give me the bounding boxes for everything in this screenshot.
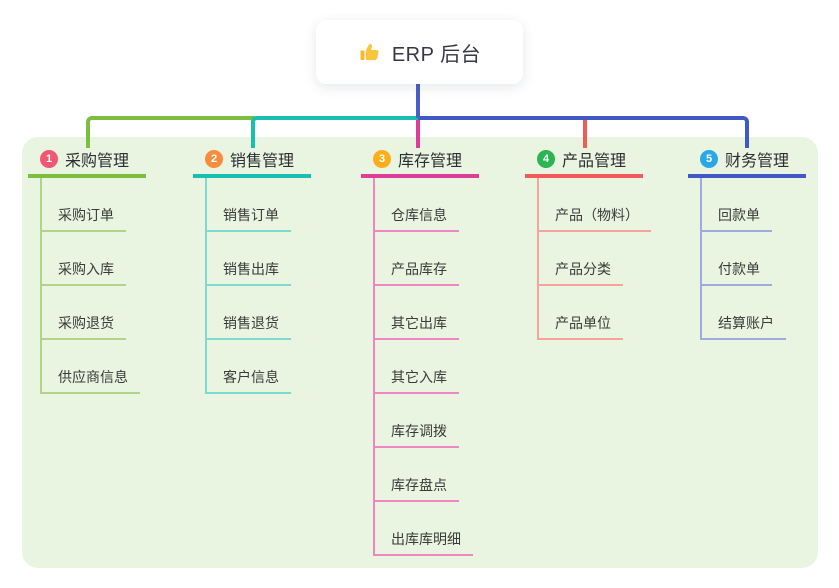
child-node[interactable]: 销售出库 xyxy=(207,232,291,286)
connector-line xyxy=(583,120,587,148)
root-node[interactable]: ERP 后台 xyxy=(316,20,523,84)
thumbs-up-icon xyxy=(358,40,382,64)
child-node[interactable]: 出库库明细 xyxy=(375,502,473,556)
branch-number-badge: 2 xyxy=(205,150,223,168)
branch-node[interactable]: 1 采购管理 xyxy=(28,144,146,178)
child-node[interactable]: 供应商信息 xyxy=(42,340,140,394)
mindmap-background-panel xyxy=(22,137,818,568)
connector-line xyxy=(416,84,420,118)
branch-node[interactable]: 2 销售管理 xyxy=(193,144,311,178)
branch-label: 库存管理 xyxy=(398,153,463,170)
branch-label: 产品管理 xyxy=(562,153,627,170)
child-node[interactable]: 仓库信息 xyxy=(375,178,459,232)
child-node[interactable]: 其它入库 xyxy=(375,340,459,394)
connector-line xyxy=(251,116,418,148)
branch-label: 销售管理 xyxy=(230,153,295,170)
branch-node[interactable]: 5 财务管理 xyxy=(688,144,806,178)
connector-line xyxy=(416,120,420,148)
child-node[interactable]: 产品分类 xyxy=(539,232,623,286)
child-node[interactable]: 库存调拨 xyxy=(375,394,459,448)
connector-line xyxy=(418,116,749,148)
branch-number-badge: 5 xyxy=(700,150,718,168)
child-node[interactable]: 产品单位 xyxy=(539,286,623,340)
branch-children: 采购订单采购入库采购退货供应商信息 xyxy=(40,178,146,394)
root-title: ERP 后台 xyxy=(391,43,482,66)
branch: 2 销售管理 销售订单销售出库销售退货客户信息 xyxy=(193,144,311,394)
branch: 4 产品管理 产品（物料）产品分类产品单位 xyxy=(525,144,651,340)
child-node[interactable]: 采购入库 xyxy=(42,232,126,286)
branch-number-badge: 3 xyxy=(373,150,391,168)
child-node[interactable]: 采购退货 xyxy=(42,286,126,340)
branch-number-badge: 1 xyxy=(40,150,58,168)
child-node[interactable]: 付款单 xyxy=(702,232,772,286)
branch-label: 采购管理 xyxy=(65,153,130,170)
branch-children: 回款单付款单结算账户 xyxy=(700,178,806,340)
child-node[interactable]: 库存盘点 xyxy=(375,448,459,502)
branch-number-badge: 4 xyxy=(537,150,555,168)
child-node[interactable]: 客户信息 xyxy=(207,340,291,394)
branch: 1 采购管理 采购订单采购入库采购退货供应商信息 xyxy=(28,144,146,394)
child-node[interactable]: 销售退货 xyxy=(207,286,291,340)
child-node[interactable]: 其它出库 xyxy=(375,286,459,340)
branch-children: 仓库信息产品库存其它出库其它入库库存调拨库存盘点出库库明细 xyxy=(373,178,479,556)
child-node[interactable]: 采购订单 xyxy=(42,178,126,232)
branch: 3 库存管理 仓库信息产品库存其它出库其它入库库存调拨库存盘点出库库明细 xyxy=(361,144,479,556)
branch-node[interactable]: 3 库存管理 xyxy=(361,144,479,178)
branch: 5 财务管理 回款单付款单结算账户 xyxy=(688,144,806,340)
branch-node[interactable]: 4 产品管理 xyxy=(525,144,643,178)
branch-children: 产品（物料）产品分类产品单位 xyxy=(537,178,651,340)
branch-children: 销售订单销售出库销售退货客户信息 xyxy=(205,178,311,394)
branch-label: 财务管理 xyxy=(725,153,790,170)
child-node[interactable]: 产品（物料） xyxy=(539,178,651,232)
child-node[interactable]: 回款单 xyxy=(702,178,772,232)
child-node[interactable]: 结算账户 xyxy=(702,286,786,340)
child-node[interactable]: 销售订单 xyxy=(207,178,291,232)
connector-line xyxy=(86,116,255,148)
child-node[interactable]: 产品库存 xyxy=(375,232,459,286)
